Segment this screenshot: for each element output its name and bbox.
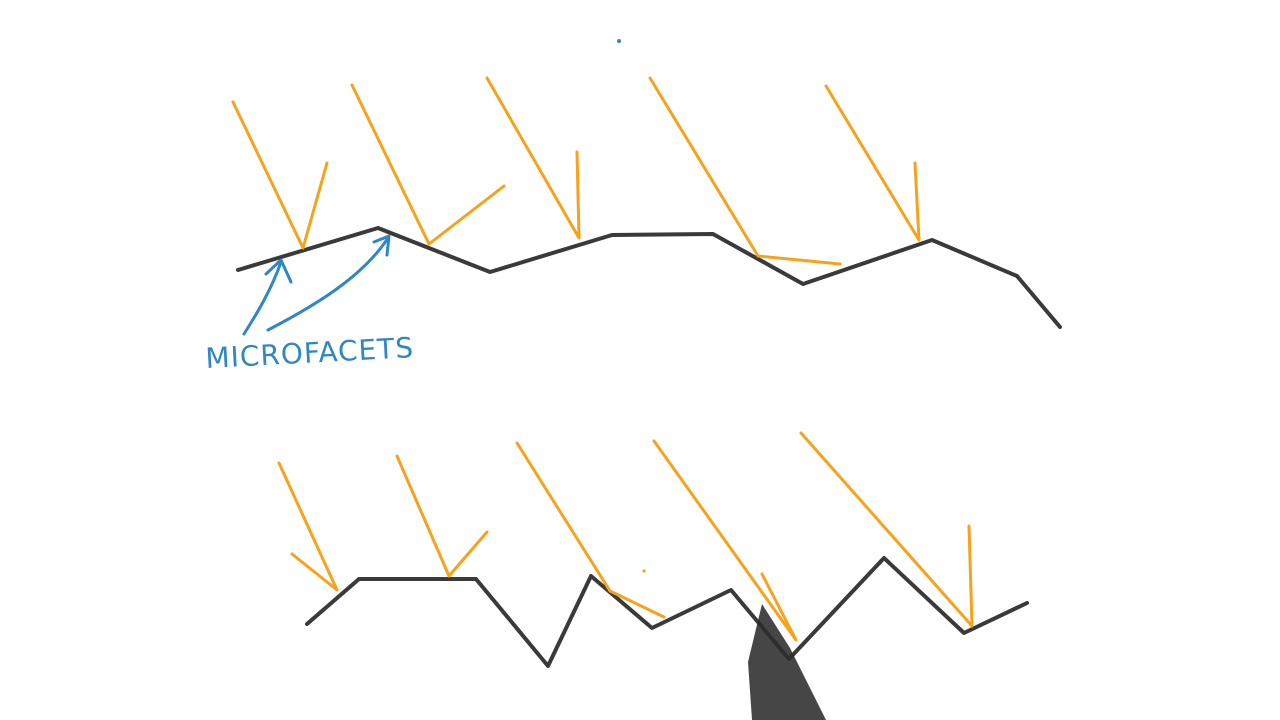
microfacet-arrowhead-2	[372, 234, 391, 257]
microfacet-pointer-arrow-1	[242, 260, 283, 336]
bottom-ray-2	[395, 454, 489, 578]
bottom-surface-group	[277, 431, 1029, 668]
top-surface-group: MICROFACETS	[205, 76, 1062, 375]
bottom-ray-4	[652, 439, 798, 642]
stray-ink-dot	[617, 39, 621, 43]
top-ray-5	[824, 84, 921, 242]
microfacet-pointer-arrow-2	[266, 236, 390, 332]
bottom-surface-profile	[305, 556, 1029, 668]
top-ray-2	[350, 83, 506, 246]
microfacets-label: MICROFACETS	[205, 331, 415, 375]
microfacet-arrowhead-1	[264, 258, 293, 284]
bottom-ray-5	[799, 431, 974, 628]
top-ray-1	[231, 100, 329, 250]
bottom-ray-3	[515, 441, 666, 619]
top-ray-4	[648, 76, 842, 266]
microfacets-annotation: MICROFACETS	[205, 234, 415, 375]
marker-pen-icon	[748, 604, 826, 720]
top-surface-profile	[236, 226, 1062, 329]
top-ray-3	[485, 76, 581, 240]
bottom-ray-1	[277, 461, 339, 592]
ink-dot	[642, 569, 646, 573]
